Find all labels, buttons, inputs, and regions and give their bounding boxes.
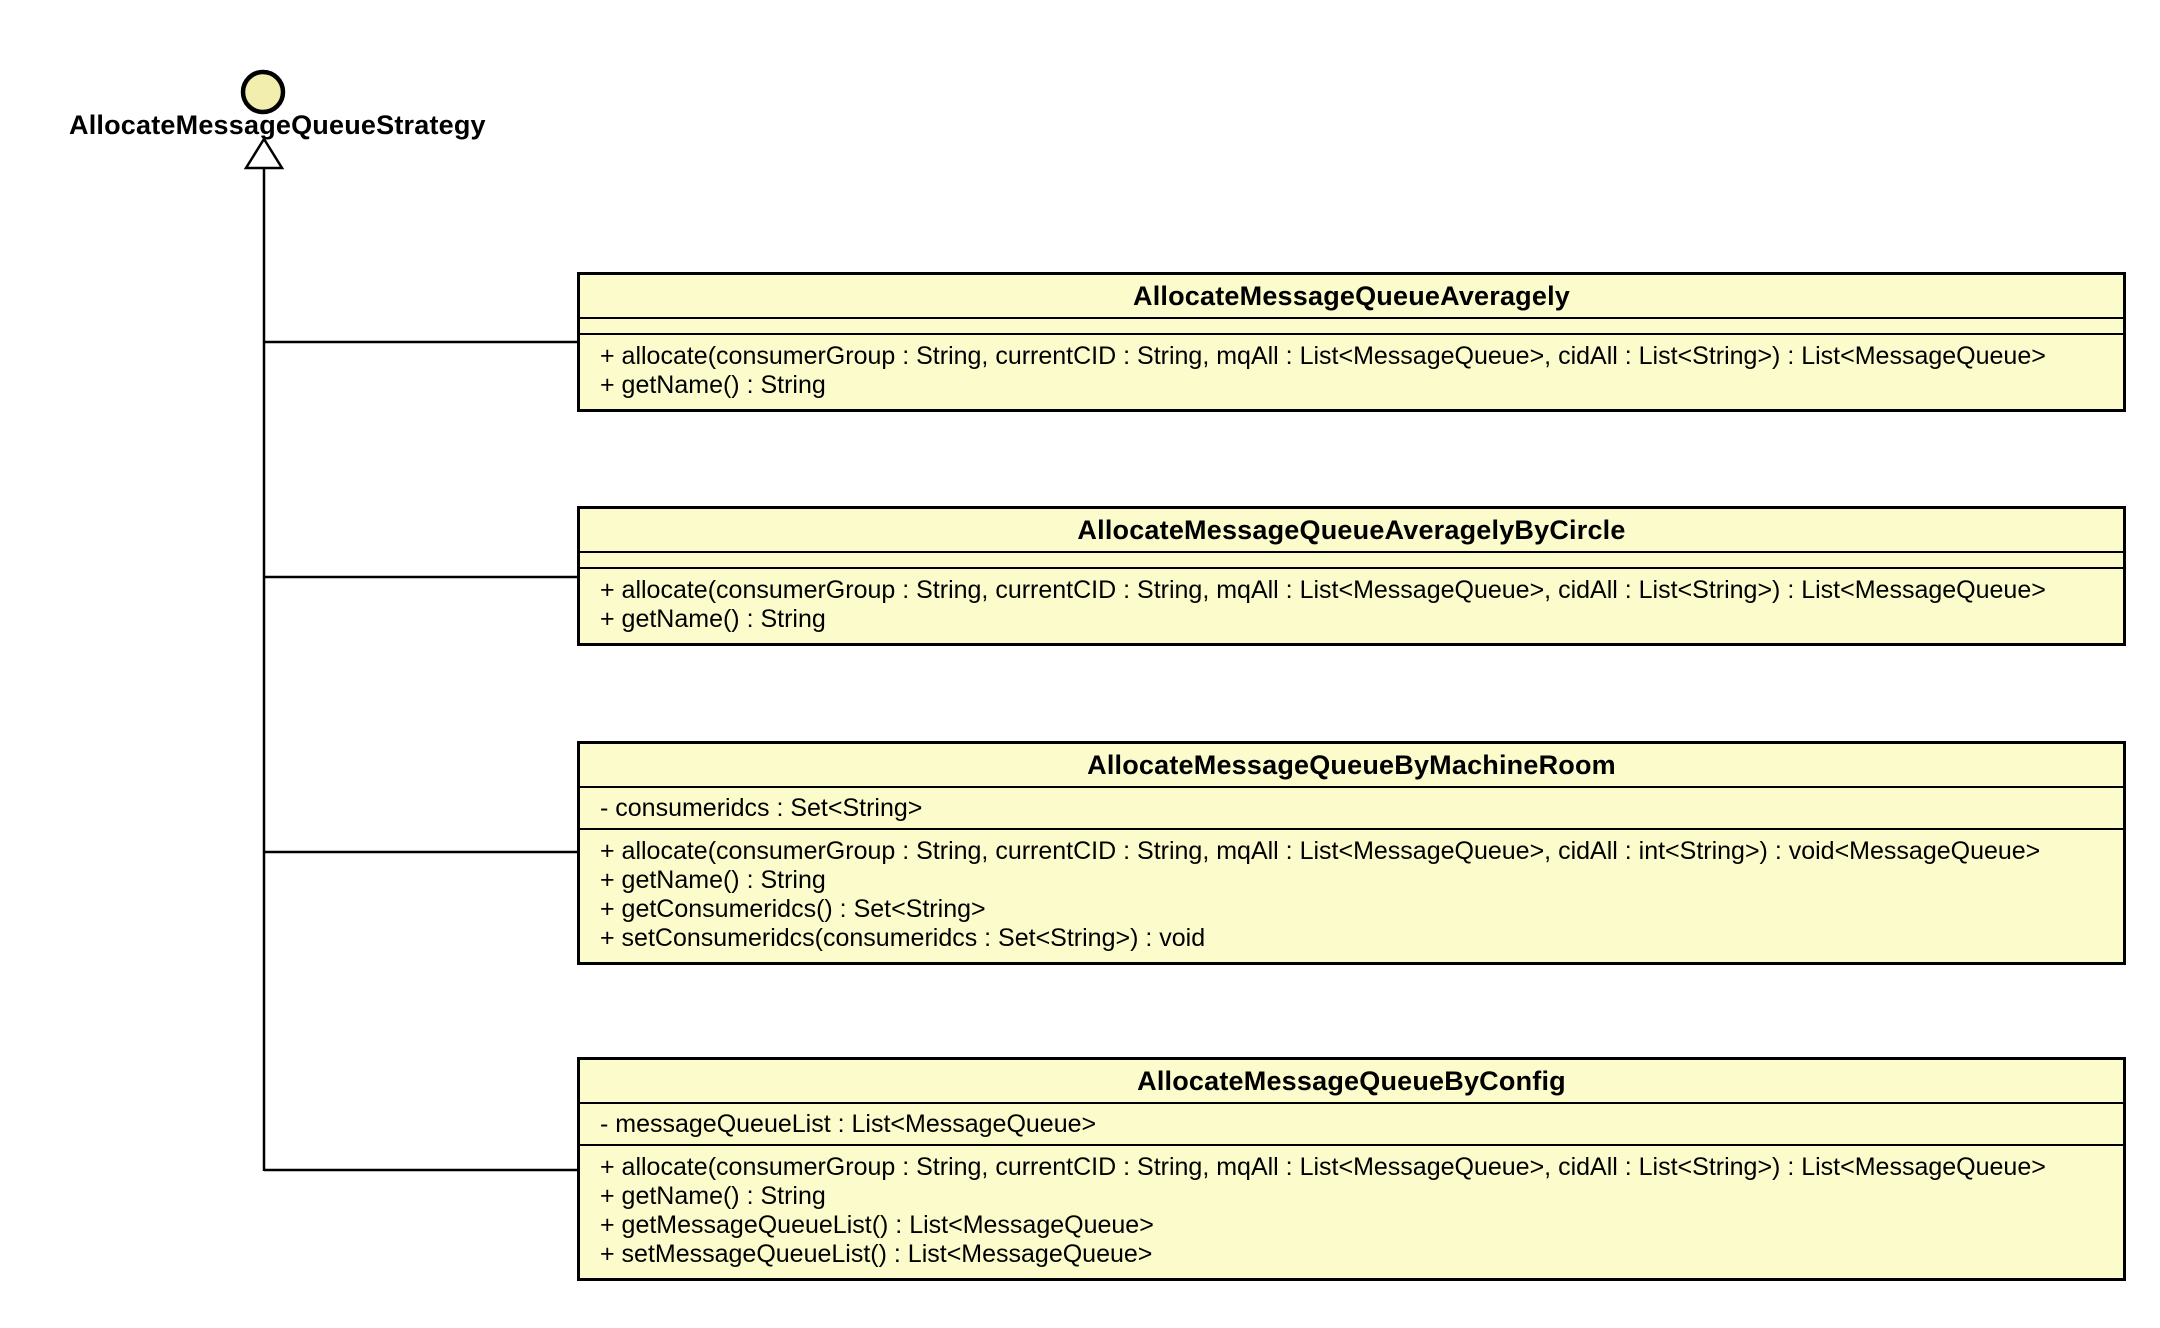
method-row: + allocate(consumerGroup : String, curre…	[600, 342, 2046, 370]
class-methods: + allocate(consumerGroup : String, curre…	[580, 569, 2123, 643]
method-row: + getName() : String	[600, 605, 826, 633]
class-title: AllocateMessageQueueByConfig	[580, 1060, 2123, 1104]
method-row: + setConsumeridcs(consumeridcs : Set<Str…	[600, 924, 1206, 952]
class-methods: + allocate(consumerGroup : String, curre…	[580, 1146, 2123, 1278]
class-box-allocate-message-queue-by-machine-room: AllocateMessageQueueByMachineRoom - cons…	[577, 741, 2126, 965]
method-row: + allocate(consumerGroup : String, curre…	[600, 576, 2046, 604]
inheritance-triangle-icon	[243, 136, 285, 170]
class-title: AllocateMessageQueueByMachineRoom	[580, 744, 2123, 788]
class-attributes: - messageQueueList : List<MessageQueue>	[580, 1104, 2123, 1146]
attribute-row: - messageQueueList : List<MessageQueue>	[600, 1110, 1097, 1138]
class-title: AllocateMessageQueueAveragelyByCircle	[580, 509, 2123, 553]
class-box-allocate-message-queue-by-config: AllocateMessageQueueByConfig - messageQu…	[577, 1057, 2126, 1281]
class-methods: + allocate(consumerGroup : String, curre…	[580, 830, 2123, 962]
class-box-allocate-message-queue-averagely: AllocateMessageQueueAveragely + allocate…	[577, 272, 2126, 412]
method-row: + setMessageQueueList() : List<MessageQu…	[600, 1240, 1153, 1268]
method-row: + getName() : String	[600, 1182, 826, 1210]
class-title: AllocateMessageQueueAveragely	[580, 275, 2123, 319]
method-row: + allocate(consumerGroup : String, curre…	[600, 837, 2041, 865]
method-row: + getConsumeridcs() : Set<String>	[600, 895, 986, 923]
method-row: + getName() : String	[600, 866, 826, 894]
attribute-row: - consumeridcs : Set<String>	[600, 794, 923, 822]
class-attributes: - consumeridcs : Set<String>	[580, 788, 2123, 830]
method-row: + allocate(consumerGroup : String, curre…	[600, 1153, 2046, 1181]
class-attributes-empty	[580, 319, 2123, 335]
interface-label: AllocateMessageQueueStrategy	[69, 110, 486, 140]
method-row: + getMessageQueueList() : List<MessageQu…	[600, 1211, 1154, 1239]
interface-lollipop-icon	[240, 69, 286, 115]
class-methods: + allocate(consumerGroup : String, curre…	[580, 335, 2123, 409]
method-row: + getName() : String	[600, 371, 826, 399]
class-box-allocate-message-queue-averagely-by-circle: AllocateMessageQueueAveragelyByCircle + …	[577, 506, 2126, 646]
class-attributes-empty	[580, 553, 2123, 569]
